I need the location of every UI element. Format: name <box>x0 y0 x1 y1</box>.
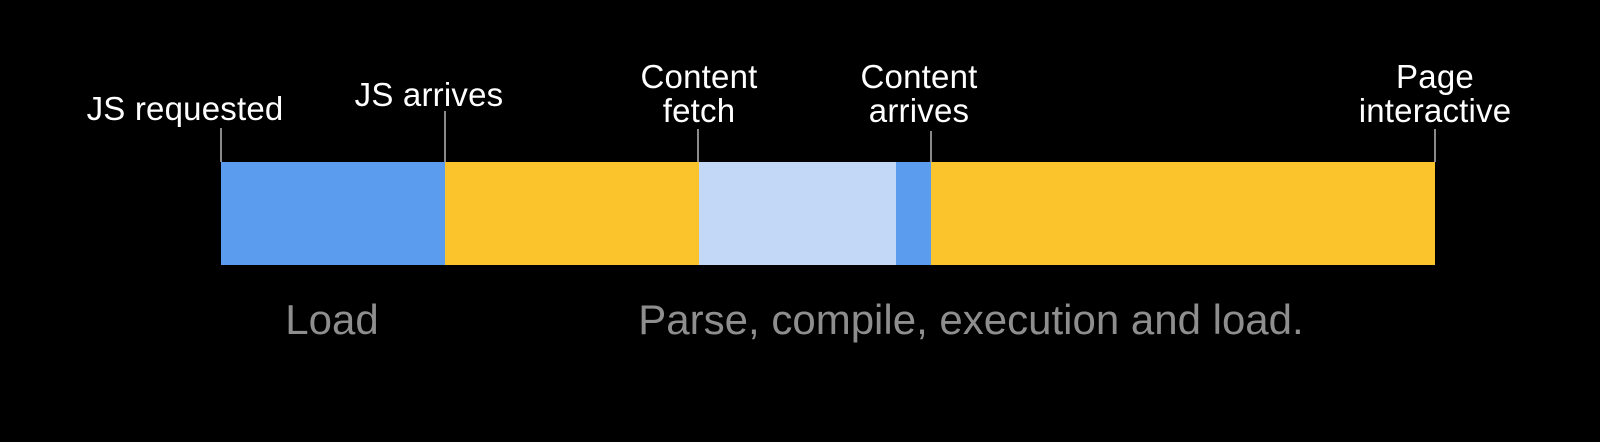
milestone-label-content-fetch: Content fetch <box>640 58 758 129</box>
milestone-label-js-arrives: JS arrives <box>354 76 504 113</box>
bar-segment-content-fetch <box>699 162 896 265</box>
milestone-label-js-requested: JS requested <box>86 90 284 127</box>
milestone-label-page-interactive: Page interactive <box>1358 58 1512 129</box>
bar-segment-js-load <box>221 162 445 265</box>
tick-content-fetch <box>697 129 699 162</box>
phase-label-load: Load <box>285 296 379 343</box>
milestone-label-content-arrives: Content arrives <box>860 58 978 129</box>
bar-segment-content-arrives-blip <box>896 162 931 265</box>
tick-content-arrives <box>930 131 932 162</box>
timeline-bar <box>221 162 1435 265</box>
bar-segment-parse-compile-execute <box>931 162 1435 265</box>
bar-segment-parse-compile-early <box>445 162 699 265</box>
phase-label-parse-compile-execution-load: Parse, compile, execution and load. <box>638 296 1304 343</box>
tick-js-arrives <box>444 111 446 162</box>
tick-page-interactive <box>1434 129 1436 162</box>
tick-js-requested <box>220 128 222 162</box>
